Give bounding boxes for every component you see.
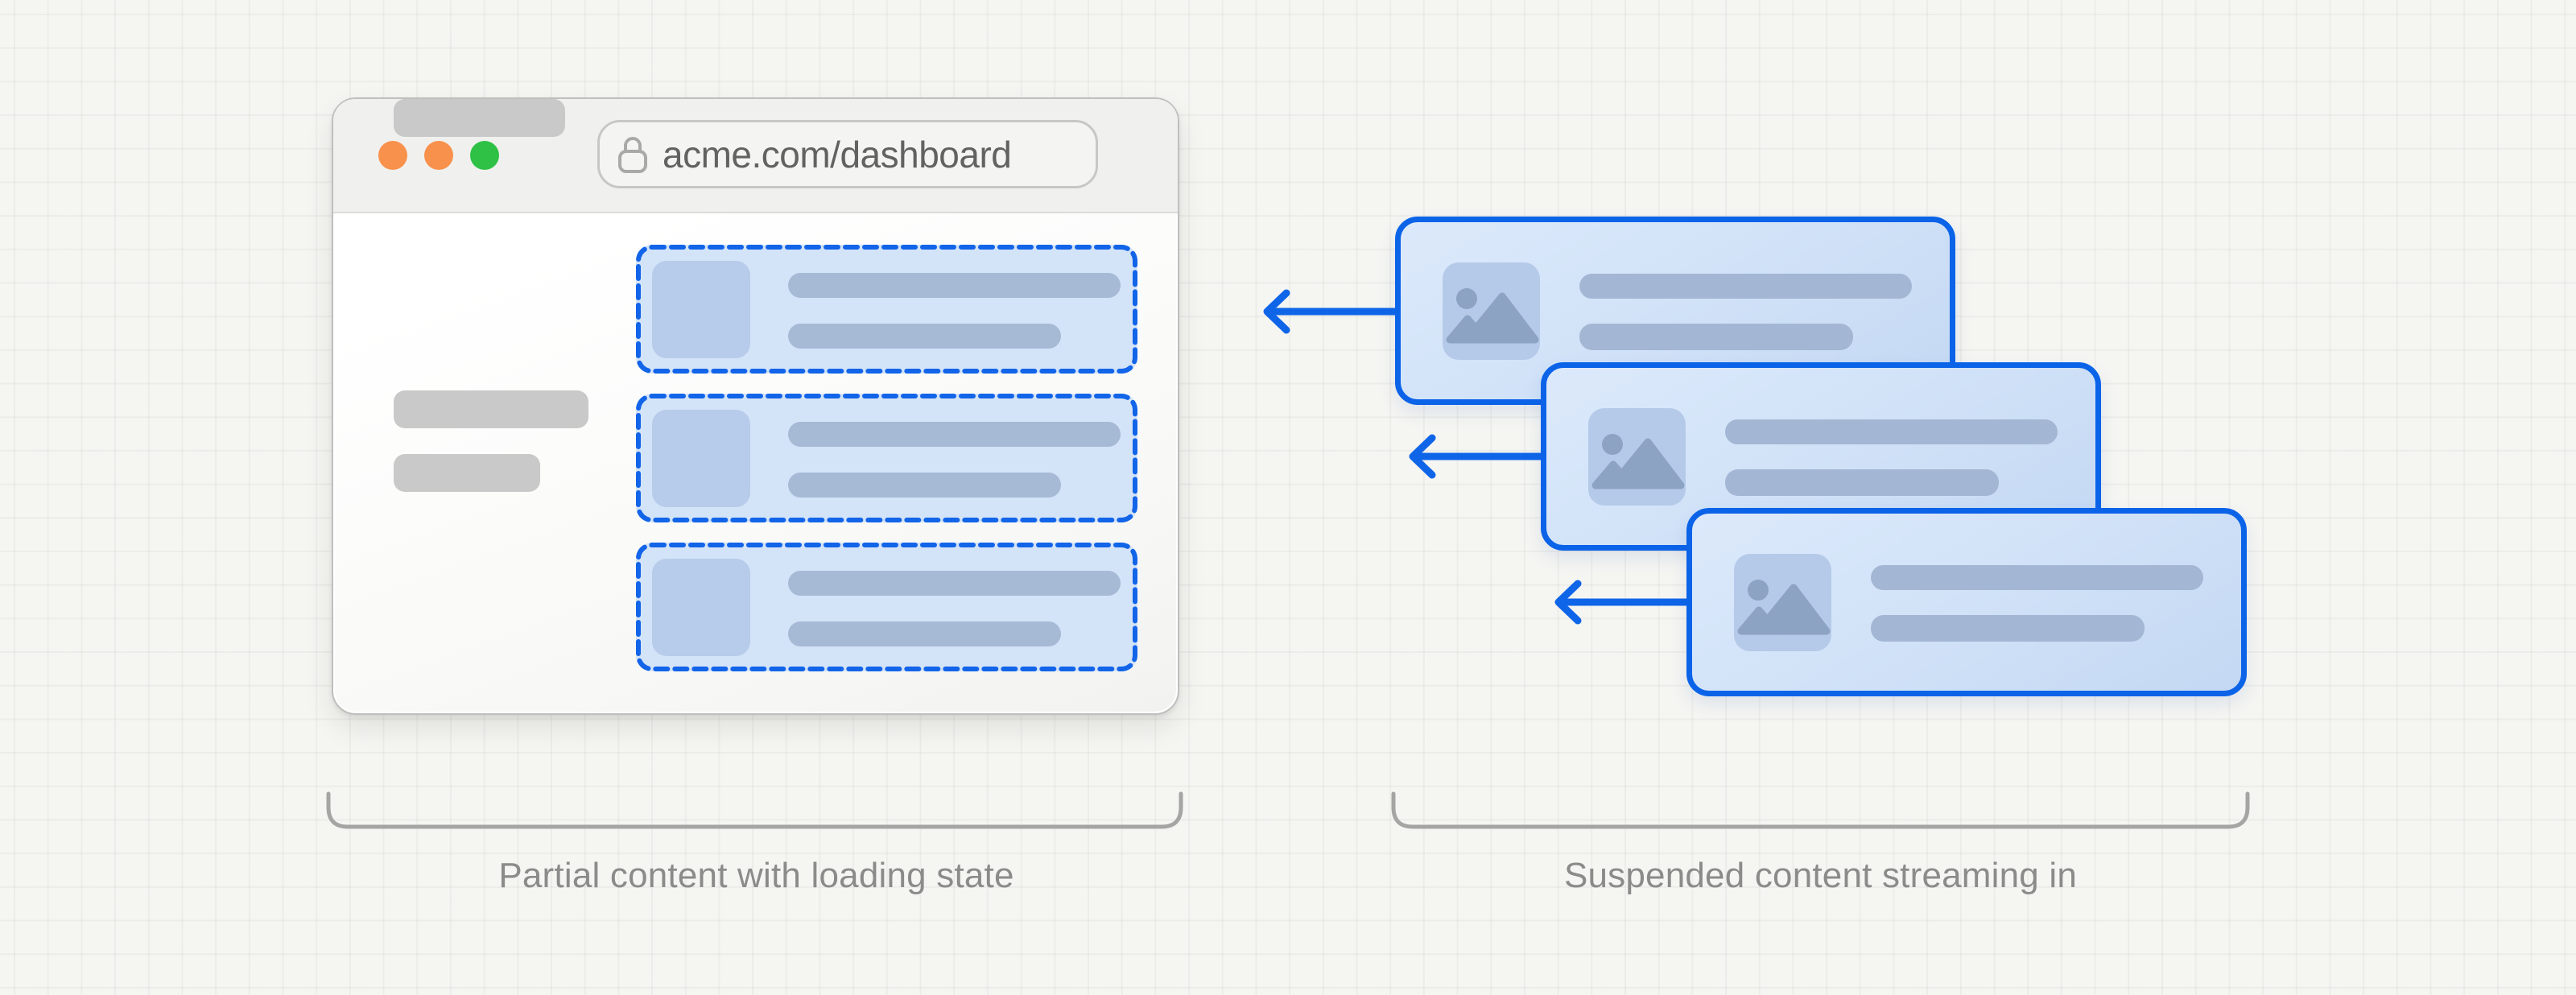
dashed-border xyxy=(636,245,1137,374)
bracket-left xyxy=(326,791,1183,829)
browser-window: acme.com/dashboard xyxy=(332,97,1179,715)
url-text: acme.com/dashboard xyxy=(663,133,1012,175)
lock-icon xyxy=(617,135,648,174)
text-skeleton-bar xyxy=(788,621,1061,646)
text-skeleton-bar xyxy=(788,473,1061,498)
text-skeleton-bar xyxy=(1579,324,1853,350)
dashed-border xyxy=(636,394,1137,522)
sidebar-skeleton-bar xyxy=(394,99,499,137)
text-skeleton-bar xyxy=(788,571,1121,596)
bracket-right xyxy=(1391,791,2250,829)
loading-card xyxy=(636,245,1137,374)
text-skeleton-bar xyxy=(1579,274,1912,299)
image-placeholder xyxy=(1443,262,1540,360)
image-icon xyxy=(1446,288,1539,344)
caption-partial-content: Partial content with loading state xyxy=(498,856,1014,895)
window-button-close-icon xyxy=(378,141,407,170)
loading-card xyxy=(636,394,1137,522)
loading-card xyxy=(636,543,1137,671)
arrow-left-icon xyxy=(1409,434,1547,479)
text-skeleton-bar xyxy=(1871,565,2203,590)
image-icon xyxy=(1591,434,1685,489)
text-skeleton-bar xyxy=(1871,615,2145,642)
window-button-zoom-icon xyxy=(470,141,499,170)
url-bar: acme.com/dashboard xyxy=(597,120,1098,188)
text-skeleton-bar xyxy=(788,273,1121,298)
caption-suspended-content: Suspended content streaming in xyxy=(1563,856,2078,895)
image-placeholder xyxy=(1734,554,1831,651)
dashed-border xyxy=(636,543,1137,671)
image-placeholder xyxy=(652,410,750,507)
arrow-left-icon xyxy=(1554,580,1693,625)
sidebar-skeleton-bar xyxy=(394,454,540,492)
browser-titlebar: acme.com/dashboard xyxy=(333,99,1178,213)
text-skeleton-bar xyxy=(788,422,1121,447)
text-skeleton-bar xyxy=(1725,469,1999,496)
text-skeleton-bar xyxy=(788,324,1061,349)
sidebar-skeleton-bar xyxy=(394,390,588,428)
image-icon xyxy=(1737,580,1831,635)
image-placeholder xyxy=(652,261,750,358)
image-placeholder xyxy=(1588,408,1686,506)
arrow-left-icon xyxy=(1263,289,1402,334)
stream-card xyxy=(1686,508,2247,696)
image-placeholder xyxy=(652,559,750,656)
traffic-lights xyxy=(378,141,499,170)
text-skeleton-bar xyxy=(1725,419,2058,444)
window-button-minimize-icon xyxy=(424,141,453,170)
